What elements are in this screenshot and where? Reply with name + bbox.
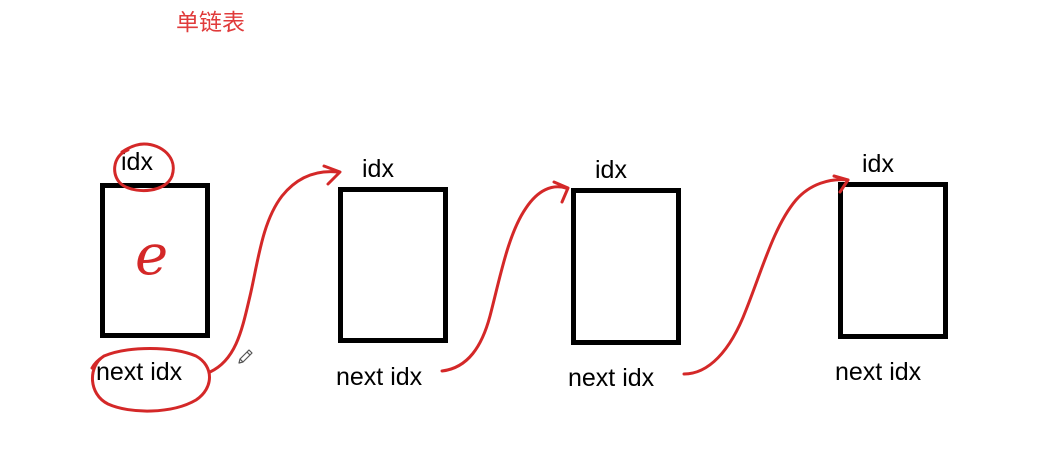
- link-arrow-0-to-1: [208, 170, 340, 374]
- node-3-next-label: next idx: [835, 358, 922, 386]
- node-1-box: [338, 187, 448, 343]
- node-0-idx-label: idx: [121, 148, 153, 176]
- node-1-next-label: next idx: [336, 363, 423, 391]
- node-1-idx-label: idx: [362, 155, 394, 183]
- node-2-box: [571, 188, 681, 345]
- pencil-cursor-icon: [238, 349, 253, 364]
- link-arrowhead-1-to-2: [552, 180, 570, 204]
- node-3-box: [838, 182, 948, 339]
- node-2-idx-label: idx: [595, 156, 627, 184]
- diagram-title: 单链表: [176, 10, 245, 36]
- link-arrow-2-to-3: [682, 178, 850, 376]
- node-2-next-label: next idx: [568, 364, 655, 392]
- node-0-next-label: next idx: [96, 358, 183, 386]
- node-0-value: e: [135, 223, 169, 288]
- link-arrowhead-0-to-1: [322, 164, 342, 186]
- node-0-box: e: [100, 183, 210, 338]
- link-arrow-1-to-2: [440, 185, 568, 373]
- node-3-idx-label: idx: [862, 150, 894, 178]
